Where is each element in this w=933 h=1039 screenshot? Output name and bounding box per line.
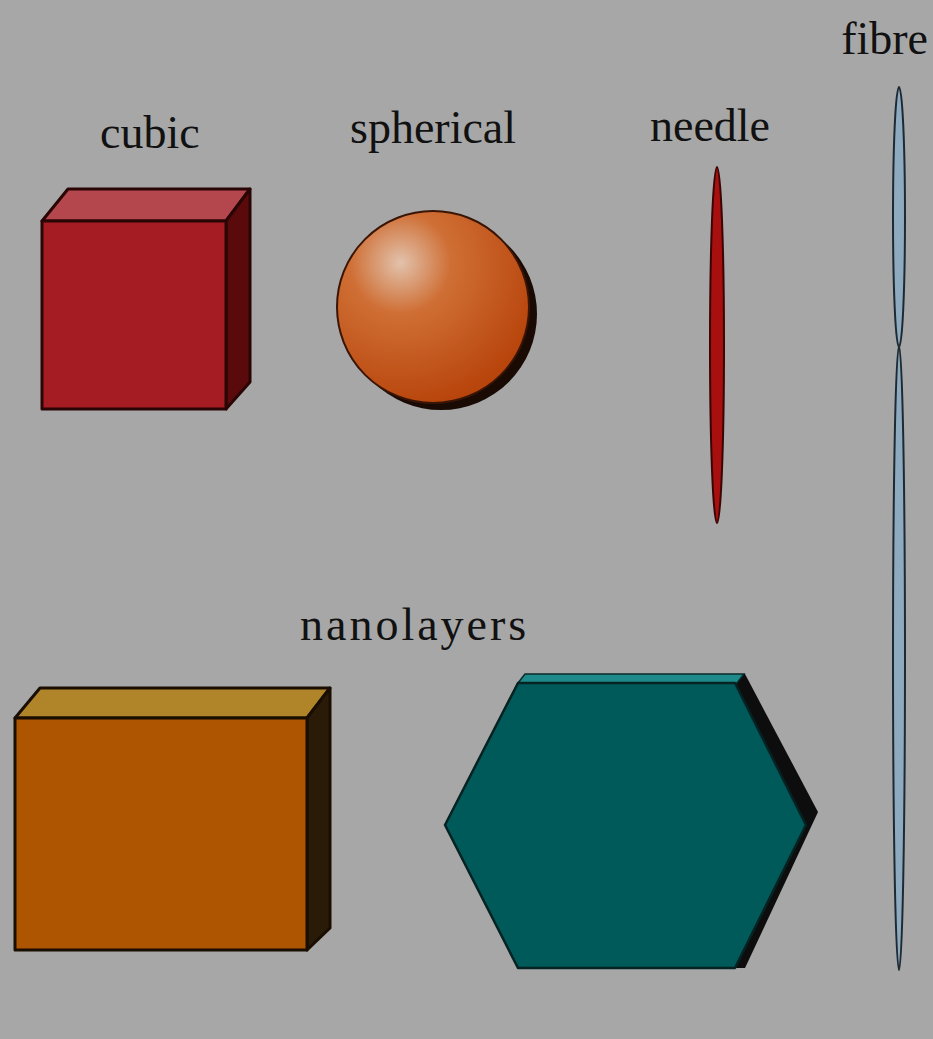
shape-label: nanolayers xyxy=(300,602,529,648)
cube-shape xyxy=(42,189,250,409)
shape-label: cubic xyxy=(100,110,200,156)
shape-label: spherical xyxy=(350,105,516,151)
fibre-shape xyxy=(893,87,905,970)
nanolayer-box-shape xyxy=(15,688,330,950)
needle-shape xyxy=(710,167,724,523)
nanolayer-hexagon-shape xyxy=(445,674,818,968)
sphere-shape xyxy=(337,211,537,410)
shape-label: needle xyxy=(650,103,770,149)
shape-label: fibre xyxy=(841,16,928,62)
